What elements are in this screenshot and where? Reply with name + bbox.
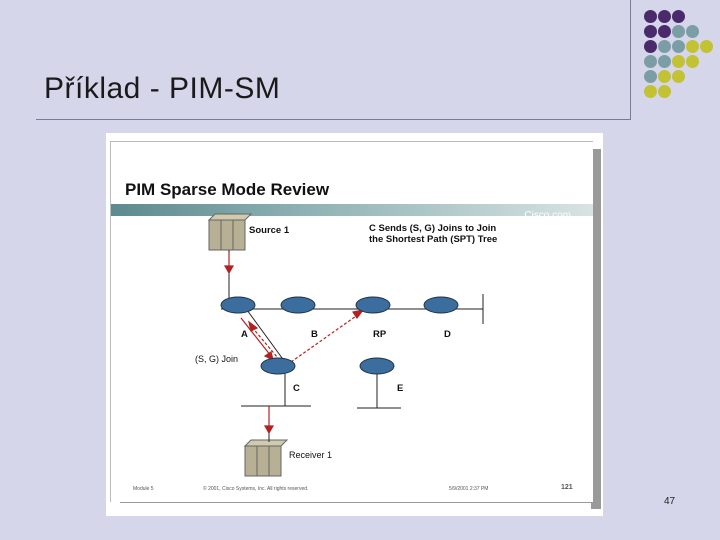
footer-left: Module 5 [133,486,154,492]
image-title: PIM Sparse Mode Review [125,180,330,199]
links [221,250,484,442]
brand-text: Cisco.com [524,210,571,221]
router-d-label: D [444,329,451,340]
note-line-1: C Sends (S, G) Joins to Join [369,223,497,234]
title-divider [630,0,631,120]
page-number: 47 [664,496,676,507]
image-content: PIM Sparse Mode Review Cisco.com [110,141,593,502]
router-icons [220,296,459,375]
footer-right: 5/9/2001 2:37 PM [449,486,489,492]
router-a-label: A [241,329,248,340]
network-diagram [207,213,484,477]
note-line-2: the Shortest Path (SPT) Tree [369,234,498,245]
router-rp-label: RP [373,329,387,340]
source-label: Source 1 [249,225,290,236]
router-c-label: C [293,383,300,394]
title-underline [36,119,630,120]
title-band [111,204,593,216]
router-b-label: B [311,329,318,340]
receiver-server-icon [243,439,289,477]
source-server-icon [207,213,253,251]
join-label: (S, G) Join [195,354,239,364]
footer-mid: © 2001, Cisco Systems, Inc. All rights r… [203,486,309,492]
decorative-dots [640,10,720,110]
footer-page: 121 [561,484,573,491]
embedded-slide-image: PIM Sparse Mode Review Cisco.com [106,133,603,516]
receiver-label: Receiver 1 [289,450,333,460]
router-e-label: E [397,383,404,394]
image-shadow [591,149,601,509]
slide-title: Příklad - PIM-SM [44,72,281,105]
arrows [223,252,365,435]
